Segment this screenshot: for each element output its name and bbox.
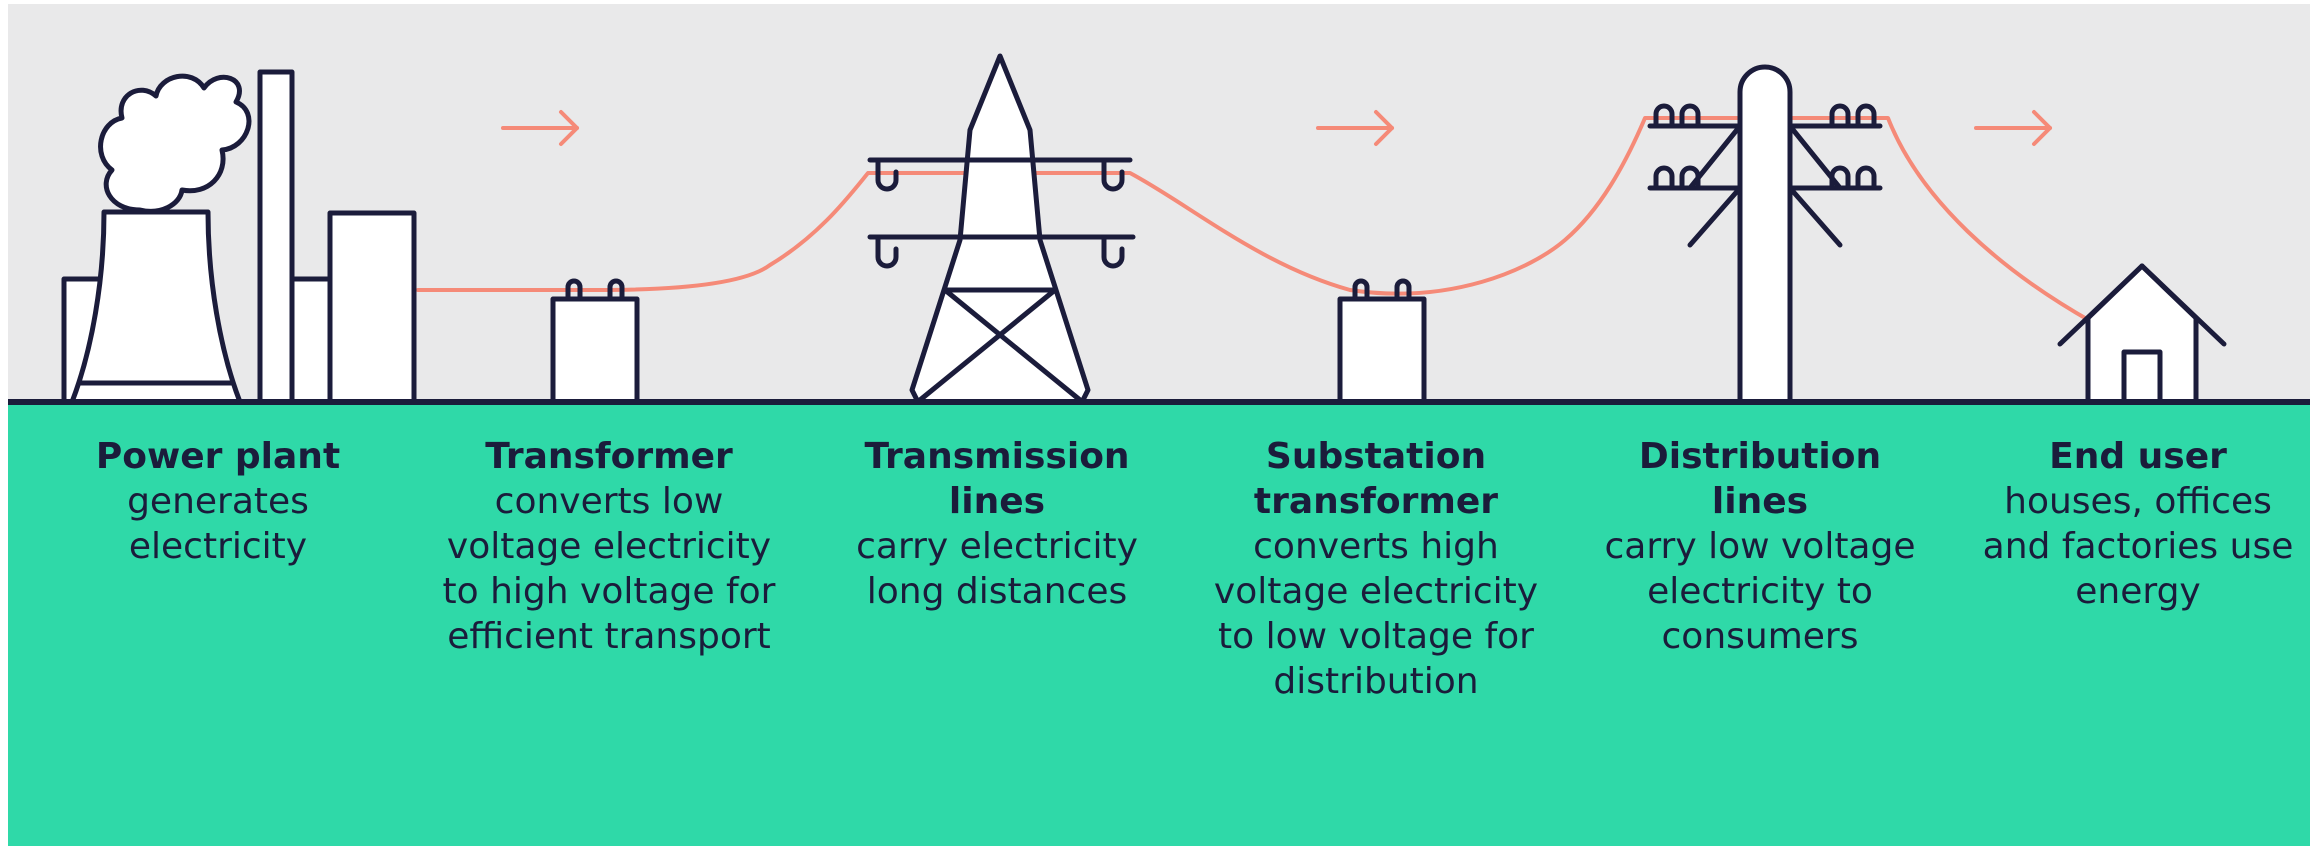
caption-end-user: End user houses, offices and factories u…: [1968, 434, 2308, 614]
right-arrow-icon: [1974, 110, 2052, 146]
caption-transmission-lines: Transmission lines carry electricity lon…: [827, 434, 1167, 614]
stage-description: generates electricity: [127, 481, 309, 567]
stage-title: Substation transformer: [1253, 436, 1499, 522]
utility-pole-icon: [1647, 64, 1883, 405]
stage-description: converts low voltage electricity to high…: [442, 481, 776, 657]
power-plant-icon: [61, 69, 417, 405]
substation-transformer-icon: [1337, 278, 1427, 405]
stage-title: Distribution lines: [1638, 436, 1882, 522]
caption-distribution-lines: Distribution lines carry low voltage ele…: [1590, 434, 1930, 659]
ground-background: [8, 402, 2310, 846]
stage-title: End user: [2049, 436, 2227, 477]
right-arrow-icon: [1316, 110, 1394, 146]
caption-power-plant: Power plant generates electricity: [48, 434, 388, 569]
house-icon: [2057, 263, 2227, 405]
stage-description: houses, offices and factories use energy: [1982, 481, 2294, 612]
stage-description: carry low voltage electricity to consume…: [1604, 526, 1916, 657]
right-arrow-icon: [501, 110, 579, 146]
stage-title: Transmission lines: [864, 436, 1130, 522]
stage-description: converts high voltage electricity to low…: [1213, 526, 1539, 702]
caption-transformer: Transformer converts low voltage electri…: [439, 434, 779, 659]
transformer-icon: [550, 278, 640, 405]
stage-description: carry electricity long distances: [856, 526, 1138, 612]
stage-title: Power plant: [95, 436, 341, 477]
caption-substation-transformer: Substation transformer converts high vol…: [1206, 434, 1546, 704]
stage-title: Transformer: [485, 436, 733, 477]
transmission-tower-icon: [867, 53, 1136, 405]
